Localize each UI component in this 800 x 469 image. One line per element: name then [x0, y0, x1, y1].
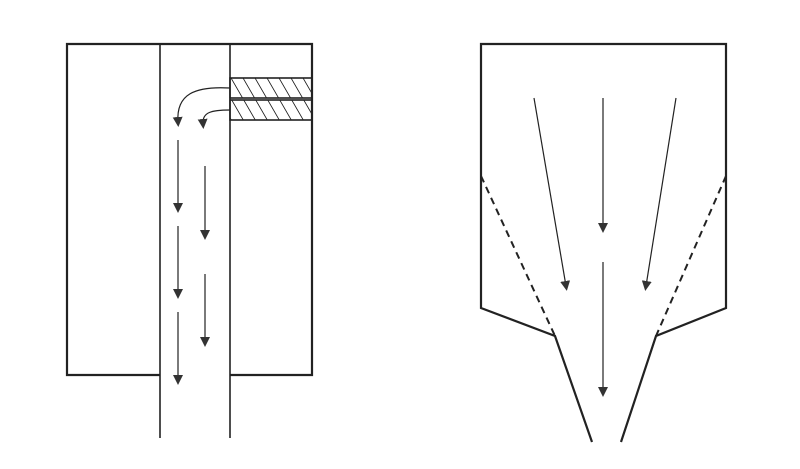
dashed-boundary-right — [655, 175, 727, 337]
hatched-port-icon — [229, 77, 313, 121]
upper-inlet-port — [229, 77, 313, 99]
left-panel — [65, 42, 314, 438]
curved-arrow-icon — [197, 109, 231, 129]
dashed-boundary-left — [480, 175, 556, 337]
arrow-down-icon — [533, 97, 571, 291]
hopper-outline — [479, 42, 728, 443]
left-vessel-outline — [65, 42, 314, 377]
arrow-down-icon — [641, 97, 677, 291]
curved-arrow-icon — [172, 87, 231, 127]
lower-inlet-port — [229, 99, 313, 121]
right-panel — [479, 42, 728, 443]
